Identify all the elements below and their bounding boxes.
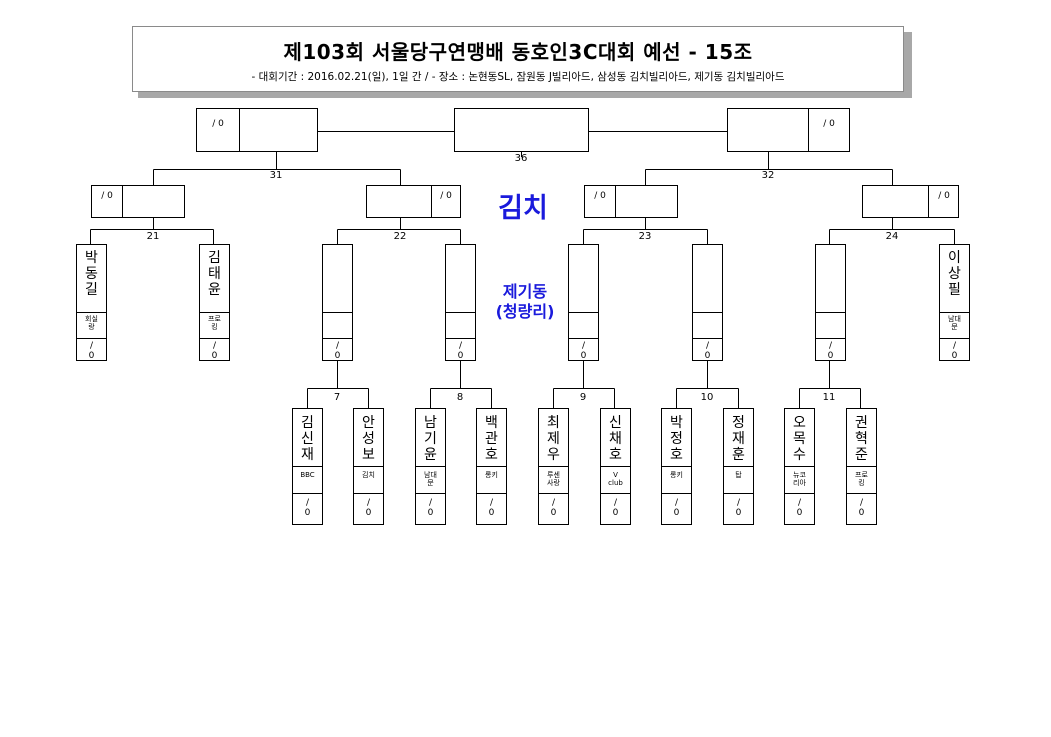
bracket-slot-36-left: / 0: [196, 108, 318, 152]
player-name: 남 기 윤: [424, 415, 437, 463]
venue-name: 김치: [498, 193, 548, 224]
bracket-slot-31-a: / 0: [91, 185, 185, 218]
score: / 0: [212, 119, 224, 129]
player-club: 남대 문: [948, 315, 961, 331]
page-title: 제103회 서울당구연맹배 동호인3C대회 예선 - 15조: [283, 40, 753, 64]
player-club: V club: [608, 471, 623, 487]
player-name: 오 목 수: [793, 415, 806, 463]
player-score: / 0: [211, 341, 218, 361]
match-number-32: 32: [761, 170, 775, 181]
player-score: / 0: [704, 341, 711, 361]
player-card: / 0: [568, 244, 599, 361]
player-club: 회실 랑: [85, 315, 98, 331]
score: / 0: [440, 191, 452, 201]
player-score: / 0: [858, 498, 865, 518]
player-club: 뉴코 리아: [793, 471, 806, 487]
player-score: / 0: [580, 341, 587, 361]
venue-location-line2: (청량리): [495, 302, 555, 321]
player-club: 롱키: [670, 471, 683, 479]
score: / 0: [823, 119, 835, 129]
player-card: 신 채 호 V club / 0: [600, 408, 631, 525]
score: / 0: [594, 191, 606, 201]
player-score: / 0: [427, 498, 434, 518]
match-number-36: 36: [514, 153, 528, 164]
player-name: 박 정 호: [670, 415, 683, 463]
player-name: 김 태 윤: [208, 250, 221, 298]
match-number-7: 7: [333, 392, 341, 403]
player-club: 프로 킹: [855, 471, 868, 487]
player-score: / 0: [88, 341, 95, 361]
player-score: / 0: [365, 498, 372, 518]
bracket-slot-31-b: / 0: [366, 185, 461, 218]
player-club: 루센 사랑: [547, 471, 560, 487]
player-score: / 0: [796, 498, 803, 518]
match-number-23: 23: [638, 231, 652, 242]
venue-location: 제기동 (청량리): [475, 282, 575, 322]
player-score: / 0: [550, 498, 557, 518]
player-score: / 0: [334, 341, 341, 361]
match-number-9: 9: [579, 392, 587, 403]
player-score: / 0: [673, 498, 680, 518]
player-card: 김 신 재 BBC / 0: [292, 408, 323, 525]
player-club: 김치: [362, 471, 375, 479]
player-card: / 0: [815, 244, 846, 361]
match-number-21: 21: [146, 231, 160, 242]
match-number-31: 31: [269, 170, 283, 181]
player-score: / 0: [827, 341, 834, 361]
bracket-slot-final: [454, 108, 589, 152]
player-score: / 0: [612, 498, 619, 518]
bracket-slot-32-b: / 0: [862, 185, 959, 218]
player-name: 정 재 훈: [732, 415, 745, 463]
score: / 0: [101, 191, 113, 201]
player-name: 안 성 보: [362, 415, 375, 463]
player-score: / 0: [951, 341, 958, 361]
player-card: / 0: [692, 244, 723, 361]
player-score: / 0: [457, 341, 464, 361]
player-name: 최 제 우: [547, 415, 560, 463]
match-number-10: 10: [700, 392, 714, 403]
player-score: / 0: [488, 498, 495, 518]
player-name: 박 동 길: [85, 250, 98, 298]
player-club: 롱키: [485, 471, 498, 479]
match-number-24: 24: [885, 231, 899, 242]
player-card: / 0: [445, 244, 476, 361]
player-name: 김 신 재: [301, 415, 314, 463]
player-club: 탑: [735, 471, 742, 479]
player-name: 백 관 호: [485, 415, 498, 463]
player-name: 권 혁 준: [855, 415, 868, 463]
bracket-slot-32-a: / 0: [584, 185, 678, 218]
match-number-22: 22: [393, 231, 407, 242]
player-card: / 0: [322, 244, 353, 361]
bracket-slot-36-right: / 0: [727, 108, 850, 152]
player-score: / 0: [304, 498, 311, 518]
player-club: 프로 킹: [208, 315, 221, 331]
page-subtitle: - 대회기간 : 2016.02.21(일), 1일 간 / - 장소 : 논현…: [251, 71, 785, 83]
player-name: 신 채 호: [609, 415, 622, 463]
player-name: 이 상 필: [948, 250, 961, 298]
player-score: / 0: [735, 498, 742, 518]
match-number-8: 8: [456, 392, 464, 403]
match-number-11: 11: [822, 392, 836, 403]
player-club: BBC: [300, 471, 315, 479]
player-club: 남대 문: [424, 471, 437, 487]
header-panel: 제103회 서울당구연맹배 동호인3C대회 예선 - 15조 - 대회기간 : …: [132, 26, 904, 92]
score: / 0: [938, 191, 950, 201]
venue-location-line1: 제기동: [502, 282, 548, 301]
